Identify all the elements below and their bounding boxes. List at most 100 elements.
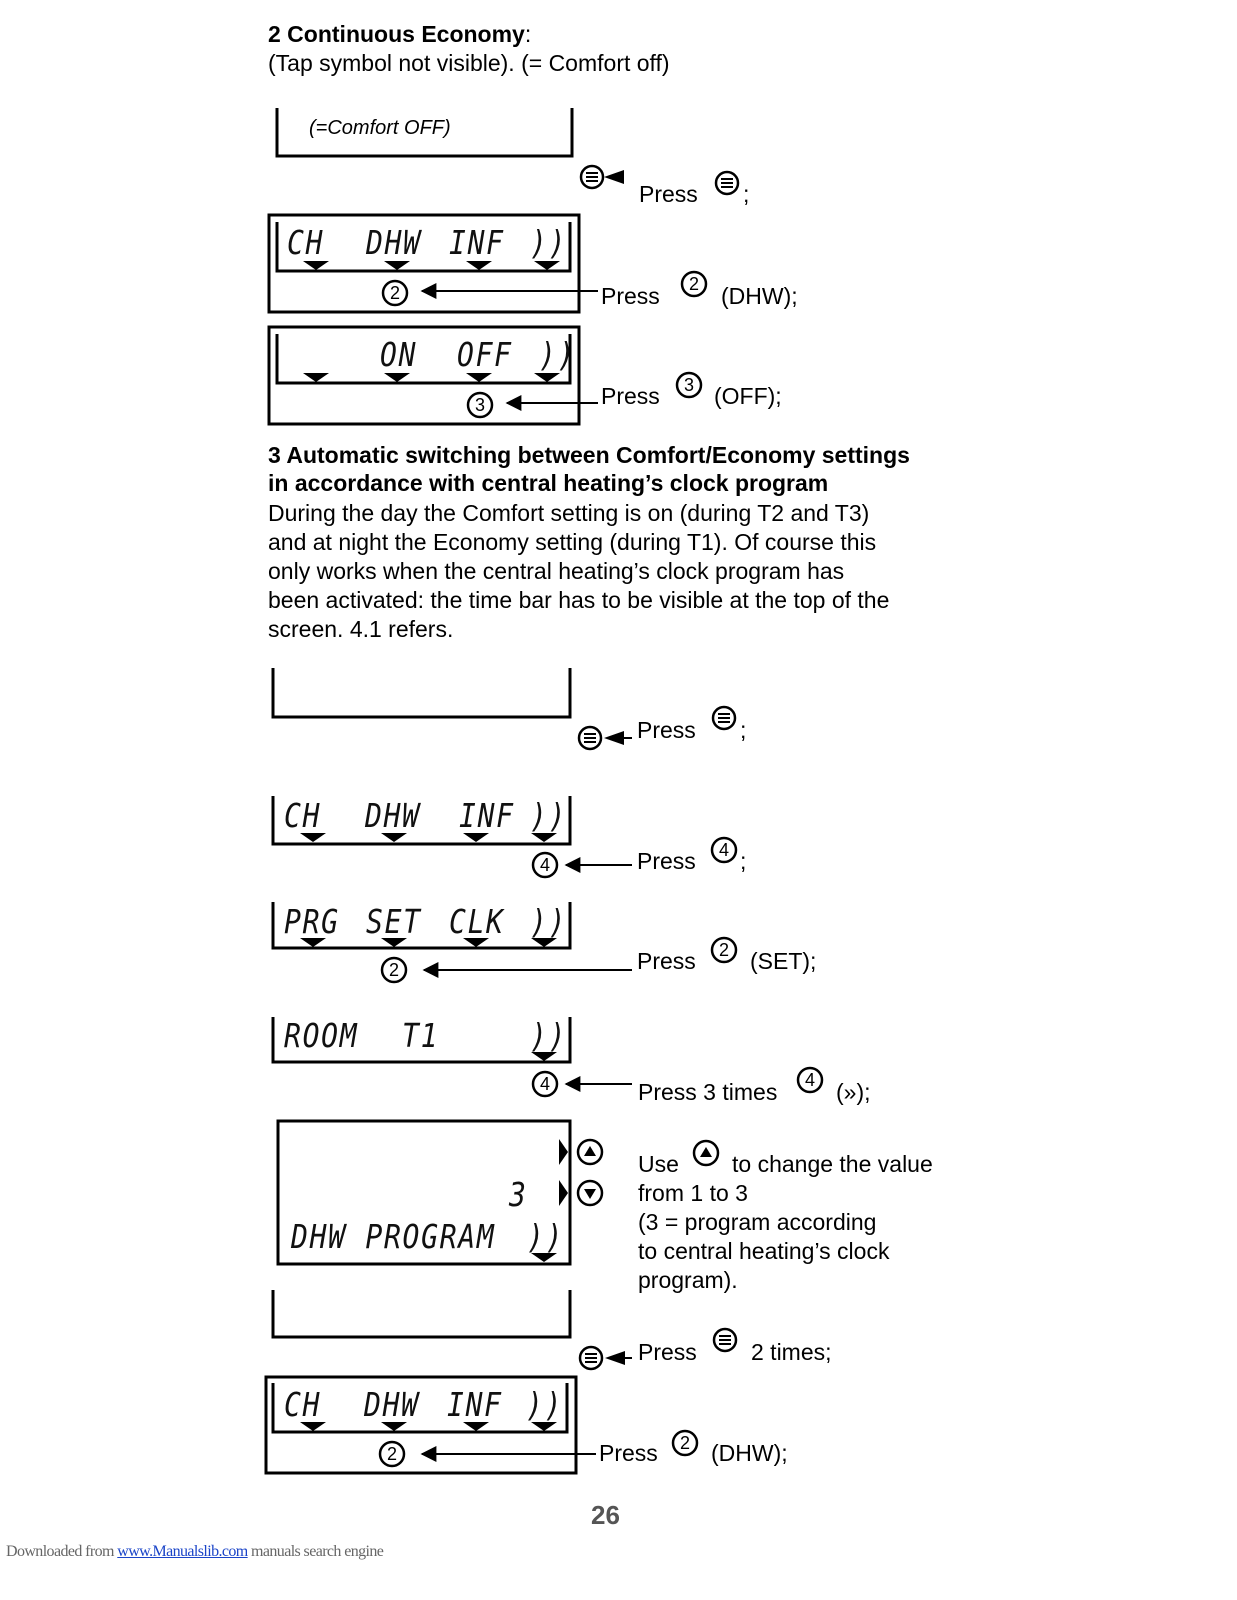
section2-heading-colon: : (524, 21, 532, 47)
lcd-set: SET (366, 902, 422, 941)
lcd-dhw: DHW (365, 796, 421, 835)
lcd-on: ON (380, 335, 418, 374)
lcd-value: 3 (509, 1175, 528, 1214)
circle-label-3: 3 (474, 395, 485, 415)
footer: Downloaded from www.Manualslib.com manua… (6, 1543, 384, 1561)
step-suffix: (OFF); (714, 383, 782, 409)
display-room-t1 (271, 1017, 632, 1098)
display-main-menu-2 (271, 796, 632, 879)
lcd-more: )) (526, 1385, 564, 1424)
section2-subtitle: (Tap symbol not visible). (= Comfort off… (268, 50, 670, 76)
lcd-more: )) (527, 1217, 565, 1256)
footer-prefix: Downloaded from (6, 1543, 118, 1560)
circle-label-3: 3 (683, 375, 694, 395)
button-4-icon (710, 836, 738, 864)
section3-body-line: During the day the Comfort setting is on… (268, 500, 870, 526)
lcd-room: ROOM (284, 1016, 359, 1055)
step-press: Press (637, 948, 696, 974)
step-suffix: (DHW); (721, 283, 798, 309)
use-text: to change the value (732, 1151, 933, 1177)
step-suffix: (»); (836, 1079, 871, 1105)
section3-heading-line1: 3 Automatic switching between Comfort/Ec… (268, 442, 910, 468)
display-prg-menu (271, 902, 632, 984)
display-comfort-off (275, 108, 574, 158)
step-press: Press (601, 383, 660, 409)
display-main-menu (267, 213, 598, 314)
page-number: 26 (591, 1500, 620, 1530)
step-suffix: ; (743, 181, 750, 207)
step-press: Press (637, 848, 696, 874)
menu-key-icon (579, 164, 624, 190)
step-press: Press (638, 1339, 697, 1365)
lcd-off: OFF (457, 335, 513, 374)
lcd-more: )) (530, 796, 568, 835)
circle-label-4: 4 (718, 840, 729, 860)
section3-body-line: screen. 4.1 refers. (268, 616, 454, 642)
lcd-inf: INF (449, 223, 505, 262)
use-text: to central heating’s clock (638, 1238, 890, 1264)
lcd-more: )) (530, 223, 568, 262)
display-dhw-program (276, 1119, 604, 1266)
button-2-icon (671, 1429, 699, 1457)
circle-label-2: 2 (688, 274, 699, 294)
footer-suffix: manuals search engine (247, 1543, 384, 1560)
lcd-dhw: DHW (364, 1385, 420, 1424)
button-2-icon (680, 270, 708, 298)
lcd-dhw-program: DHW PROGRAM (291, 1217, 496, 1256)
step-suffix: ; (740, 717, 747, 743)
menu-key-icon (578, 1345, 632, 1371)
step-press: Press (599, 1440, 658, 1466)
lcd-more: )) (539, 335, 577, 374)
section3-body-line: and at night the Economy setting (during… (268, 529, 877, 555)
circle-label-2: 2 (386, 1444, 397, 1464)
up-button-icon (692, 1139, 720, 1167)
step-press: Press 3 times (638, 1079, 778, 1105)
use-text: Use (638, 1151, 679, 1177)
lcd-ch: CH (284, 796, 322, 835)
lcd-inf: INF (447, 1385, 503, 1424)
display-on-off (267, 325, 598, 426)
circle-label-2: 2 (718, 940, 729, 960)
lcd-more: )) (530, 902, 568, 941)
step-press: Press (637, 717, 696, 743)
display-main-menu-3 (264, 1375, 596, 1475)
menu-key-icon (577, 725, 632, 751)
comfort-off-note: (=Comfort OFF) (309, 117, 451, 139)
lcd-prg: PRG (284, 902, 340, 941)
footer-link[interactable]: www.Manualslib.com (117, 1543, 248, 1560)
button-2-icon (710, 936, 738, 964)
lcd-ch: CH (287, 223, 325, 262)
lcd-more: )) (530, 1016, 568, 1055)
step-suffix: ; (740, 848, 747, 874)
menu-key-icon (711, 705, 737, 731)
lcd-ch: CH (284, 1385, 322, 1424)
display-empty-2 (271, 1290, 572, 1339)
circle-label-4: 4 (539, 1074, 550, 1094)
circle-label-2: 2 (679, 1433, 690, 1453)
use-text: (3 = program according (638, 1209, 877, 1235)
section3-heading-line2: in accordance with central heating’s clo… (268, 470, 829, 496)
lcd-clk: CLK (449, 902, 505, 941)
lcd-dhw: DHW (366, 223, 422, 262)
circle-label-4: 4 (539, 855, 550, 875)
button-4-icon (796, 1066, 824, 1094)
use-text: from 1 to 3 (638, 1180, 748, 1206)
circle-label-2: 2 (388, 960, 399, 980)
lcd-t1: T1 (402, 1016, 440, 1055)
step-press: Press (601, 283, 660, 309)
menu-key-icon (714, 170, 740, 196)
use-text: program). (638, 1267, 738, 1293)
circle-label-2: 2 (389, 283, 400, 303)
step-suffix: 2 times; (751, 1339, 832, 1365)
step-suffix: (SET); (750, 948, 817, 974)
lcd-inf: INF (459, 796, 515, 835)
circle-label-4: 4 (804, 1070, 815, 1090)
button-3-icon (675, 371, 703, 399)
section2-heading: 2 Continuous Economy (268, 21, 525, 47)
display-empty-1 (271, 668, 572, 719)
section3-body-line: only works when the central heating’s cl… (268, 558, 845, 584)
section2-heading-wrap: 2 Continuous Economy: (268, 20, 531, 49)
step-suffix: (DHW); (711, 1440, 788, 1466)
menu-key-icon (712, 1327, 738, 1353)
